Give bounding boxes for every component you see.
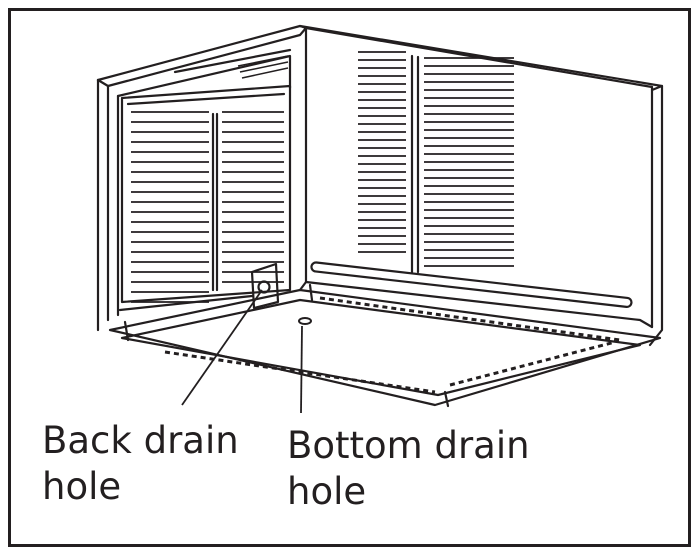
- bottom-drain-hole-label-line2: hole: [287, 470, 367, 513]
- top-grille-slats: [237, 55, 289, 79]
- back-grille-frame: [120, 84, 292, 304]
- bottom-drain-hole-label-line1: Bottom drain: [287, 424, 530, 467]
- back-grille-slats: [131, 111, 284, 303]
- back-drain-callout-line: [181, 289, 263, 406]
- back-drain-bracket: [118, 262, 280, 312]
- tray-vents: [164, 296, 621, 394]
- side-panel-bottom: [304, 261, 654, 329]
- side-grille-frame: [410, 54, 420, 274]
- side-grille-slats: [358, 51, 514, 267]
- bottom-drain-hole: [298, 317, 312, 325]
- back-drain-hole-label-line2: hole: [42, 465, 122, 508]
- cabinet-outline: [96, 24, 664, 347]
- bottom-drain-hole-label: Bottom drain hole: [287, 423, 530, 515]
- callout-lines: [181, 289, 303, 414]
- back-drain-hole-label-line1: Back drain: [42, 419, 239, 462]
- bottom-tray: [108, 280, 662, 408]
- back-drain-hole-label: Back drain hole: [42, 418, 239, 510]
- bottom-drain-callout-line: [300, 325, 303, 414]
